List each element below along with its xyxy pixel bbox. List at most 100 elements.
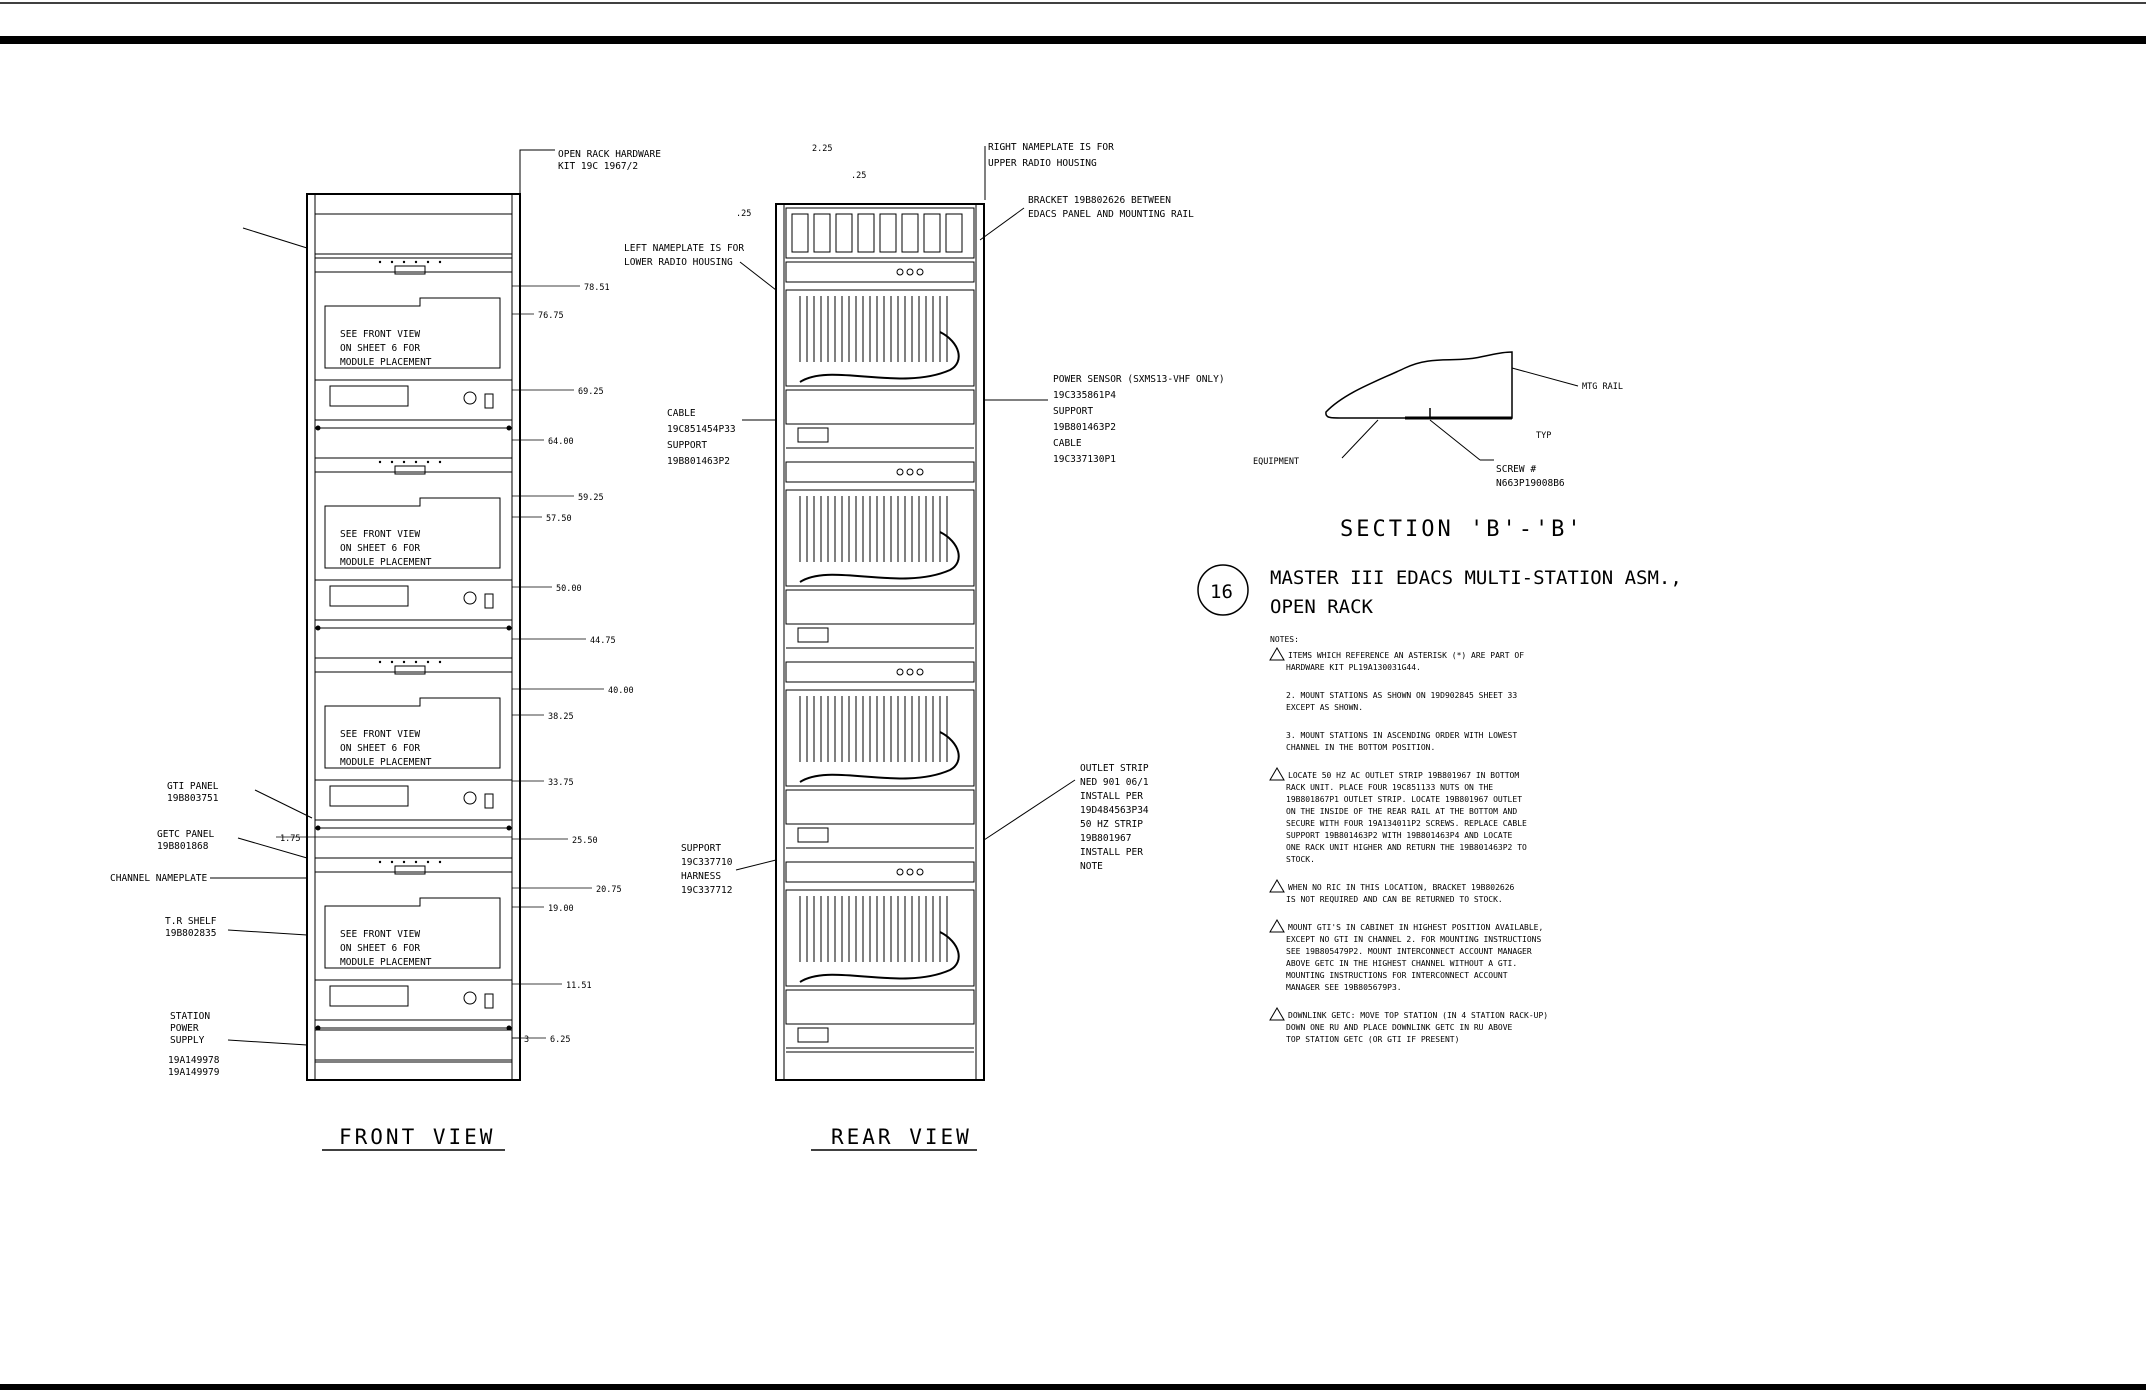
callout-text: 19A149978 xyxy=(168,1055,220,1066)
panel-note-line: ON SHEET 6 FOR xyxy=(340,943,420,954)
rear-connector xyxy=(906,668,914,676)
warning-icon xyxy=(1269,879,1285,893)
dimension-label: 76.75 xyxy=(538,311,564,321)
front-switch xyxy=(484,793,494,809)
callout-text: LEFT NAMEPLATE IS FOR xyxy=(624,243,744,254)
dimension-label: 33.75 xyxy=(548,778,574,788)
section-label: SCREW # xyxy=(1496,464,1536,475)
warning-icon xyxy=(1269,647,1285,661)
rear-connector xyxy=(896,268,904,276)
callout-text: 19C335861P4 xyxy=(1053,390,1116,401)
assembly-number: 16 xyxy=(1210,581,1233,603)
dimension-label: 25.50 xyxy=(572,836,598,846)
front-shelf-dot xyxy=(426,860,430,864)
front-knob xyxy=(463,991,477,1005)
rear-heatsink xyxy=(785,489,975,587)
front-knob xyxy=(463,391,477,405)
panel-note-line: SEE FRONT VIEW xyxy=(340,529,420,540)
front-switch xyxy=(484,393,494,409)
front-switch xyxy=(484,593,494,609)
note-line: ON THE INSIDE OF THE REAR RAIL AT THE BO… xyxy=(1286,807,1517,816)
callout-text: 19B801463P2 xyxy=(1053,422,1116,433)
leader-line xyxy=(739,261,777,291)
warning-icon xyxy=(1269,919,1285,933)
callout-text: GTI PANEL xyxy=(167,781,219,792)
note-line: ONE RACK UNIT HIGHER AND RETURN THE 19B8… xyxy=(1286,843,1527,852)
front-shelf-dot xyxy=(438,260,442,264)
section-label: MTG RAIL xyxy=(1582,382,1623,392)
front-rivet xyxy=(315,625,321,631)
top-border xyxy=(0,36,2146,44)
leader-line xyxy=(979,207,1025,241)
note-line: TOP STATION GETC (OR GTI IF PRESENT) xyxy=(1286,1035,1459,1044)
front-panel-notes: SEE FRONT VIEW ON SHEET 6 FOR MODULE PLA… xyxy=(340,329,432,968)
front-display-window xyxy=(329,785,409,807)
callout-text: 19A149979 xyxy=(168,1067,220,1078)
callout-text: 50 HZ STRIP xyxy=(1080,819,1143,830)
assembly-title: 16 MASTER III EDACS MULTI-STATION ASM., … xyxy=(1197,564,1682,618)
front-shelf-dot xyxy=(438,860,442,864)
notes-heading: NOTES: xyxy=(1270,635,1299,644)
callout-text: 19C851454P33 xyxy=(667,424,736,435)
note-line: 19B801867P1 OUTLET STRIP. LOCATE 19B8019… xyxy=(1286,795,1522,804)
callout-text: RIGHT NAMEPLATE IS FOR xyxy=(988,142,1114,153)
section-label: TYP xyxy=(1536,431,1551,441)
front-knob xyxy=(463,791,477,805)
note-line: 2. MOUNT STATIONS AS SHOWN ON 19D902845 … xyxy=(1286,691,1517,700)
front-rivet xyxy=(506,1025,512,1031)
leader-line xyxy=(242,227,308,249)
leader-line xyxy=(735,859,777,871)
section-b-b: MTG RAIL TYP EQUIPMENT SCREW # N663P1900… xyxy=(1253,351,1623,542)
warning-icon xyxy=(1269,1007,1285,1021)
section-label: N663P19008B6 xyxy=(1496,478,1565,489)
note-line: MOUNTING INSTRUCTIONS FOR INTERCONNECT A… xyxy=(1286,971,1508,980)
front-dimension-labels: 78.5176.7569.2564.0059.2557.5050.0044.75… xyxy=(276,283,634,1045)
callout-text: CABLE xyxy=(667,408,696,419)
section-label: EQUIPMENT xyxy=(1253,457,1299,467)
front-shelf-dot xyxy=(414,260,418,264)
front-shelf-dot xyxy=(426,660,430,664)
dimension-label: 57.50 xyxy=(546,514,572,524)
front-shelf-dot xyxy=(426,260,430,264)
front-shelf-slot xyxy=(394,265,426,275)
front-view xyxy=(306,193,521,1081)
panel-note-line: ON SHEET 6 FOR xyxy=(340,543,420,554)
rear-edacs-module xyxy=(901,213,919,253)
callout-text: STATION xyxy=(170,1011,210,1022)
rear-shelf xyxy=(785,461,975,483)
rear-lower-panel xyxy=(785,589,975,625)
panel-note-line: SEE FRONT VIEW xyxy=(340,729,420,740)
leader-line xyxy=(227,929,308,936)
rear-edacs-module xyxy=(857,213,875,253)
front-shelf xyxy=(314,257,513,273)
callout-text: OPEN RACK HARDWARE xyxy=(558,149,661,160)
dimension-label: 11.51 xyxy=(566,981,592,991)
rear-edacs-panel xyxy=(785,207,975,259)
front-knob xyxy=(463,591,477,605)
front-shelf-dot xyxy=(402,660,406,664)
front-switch xyxy=(484,993,494,1009)
rear-edacs-module xyxy=(945,213,963,253)
callout-text: SUPPORT xyxy=(681,843,721,854)
rear-connector-block xyxy=(797,427,829,443)
rear-lower-panel xyxy=(785,389,975,425)
front-shelf-dot xyxy=(378,460,382,464)
front-shelf-dot xyxy=(402,460,406,464)
rear-callouts: RIGHT NAMEPLATE IS FOR UPPER RADIO HOUSI… xyxy=(624,142,1225,896)
rear-connector xyxy=(906,468,914,476)
callout-text: 19B802835 xyxy=(165,928,216,939)
callout-text: UPPER RADIO HOUSING xyxy=(988,158,1097,169)
callout-text: 19B803751 xyxy=(167,793,219,804)
callout-text: 19D484563P34 xyxy=(1080,805,1149,816)
dimension-label: 50.00 xyxy=(556,584,582,594)
front-shelf-dot xyxy=(402,860,406,864)
callout-text: LOWER RADIO HOUSING xyxy=(624,257,733,268)
front-display-unit xyxy=(314,779,513,821)
dimension-label: 64.00 xyxy=(548,437,574,447)
rear-heatsink xyxy=(785,689,975,787)
front-display-unit xyxy=(314,579,513,621)
front-module-box xyxy=(324,697,501,769)
front-display-unit xyxy=(314,979,513,1021)
panel-note-line: ON SHEET 6 FOR xyxy=(340,743,420,754)
dimension-label: 6.25 xyxy=(550,1035,570,1045)
